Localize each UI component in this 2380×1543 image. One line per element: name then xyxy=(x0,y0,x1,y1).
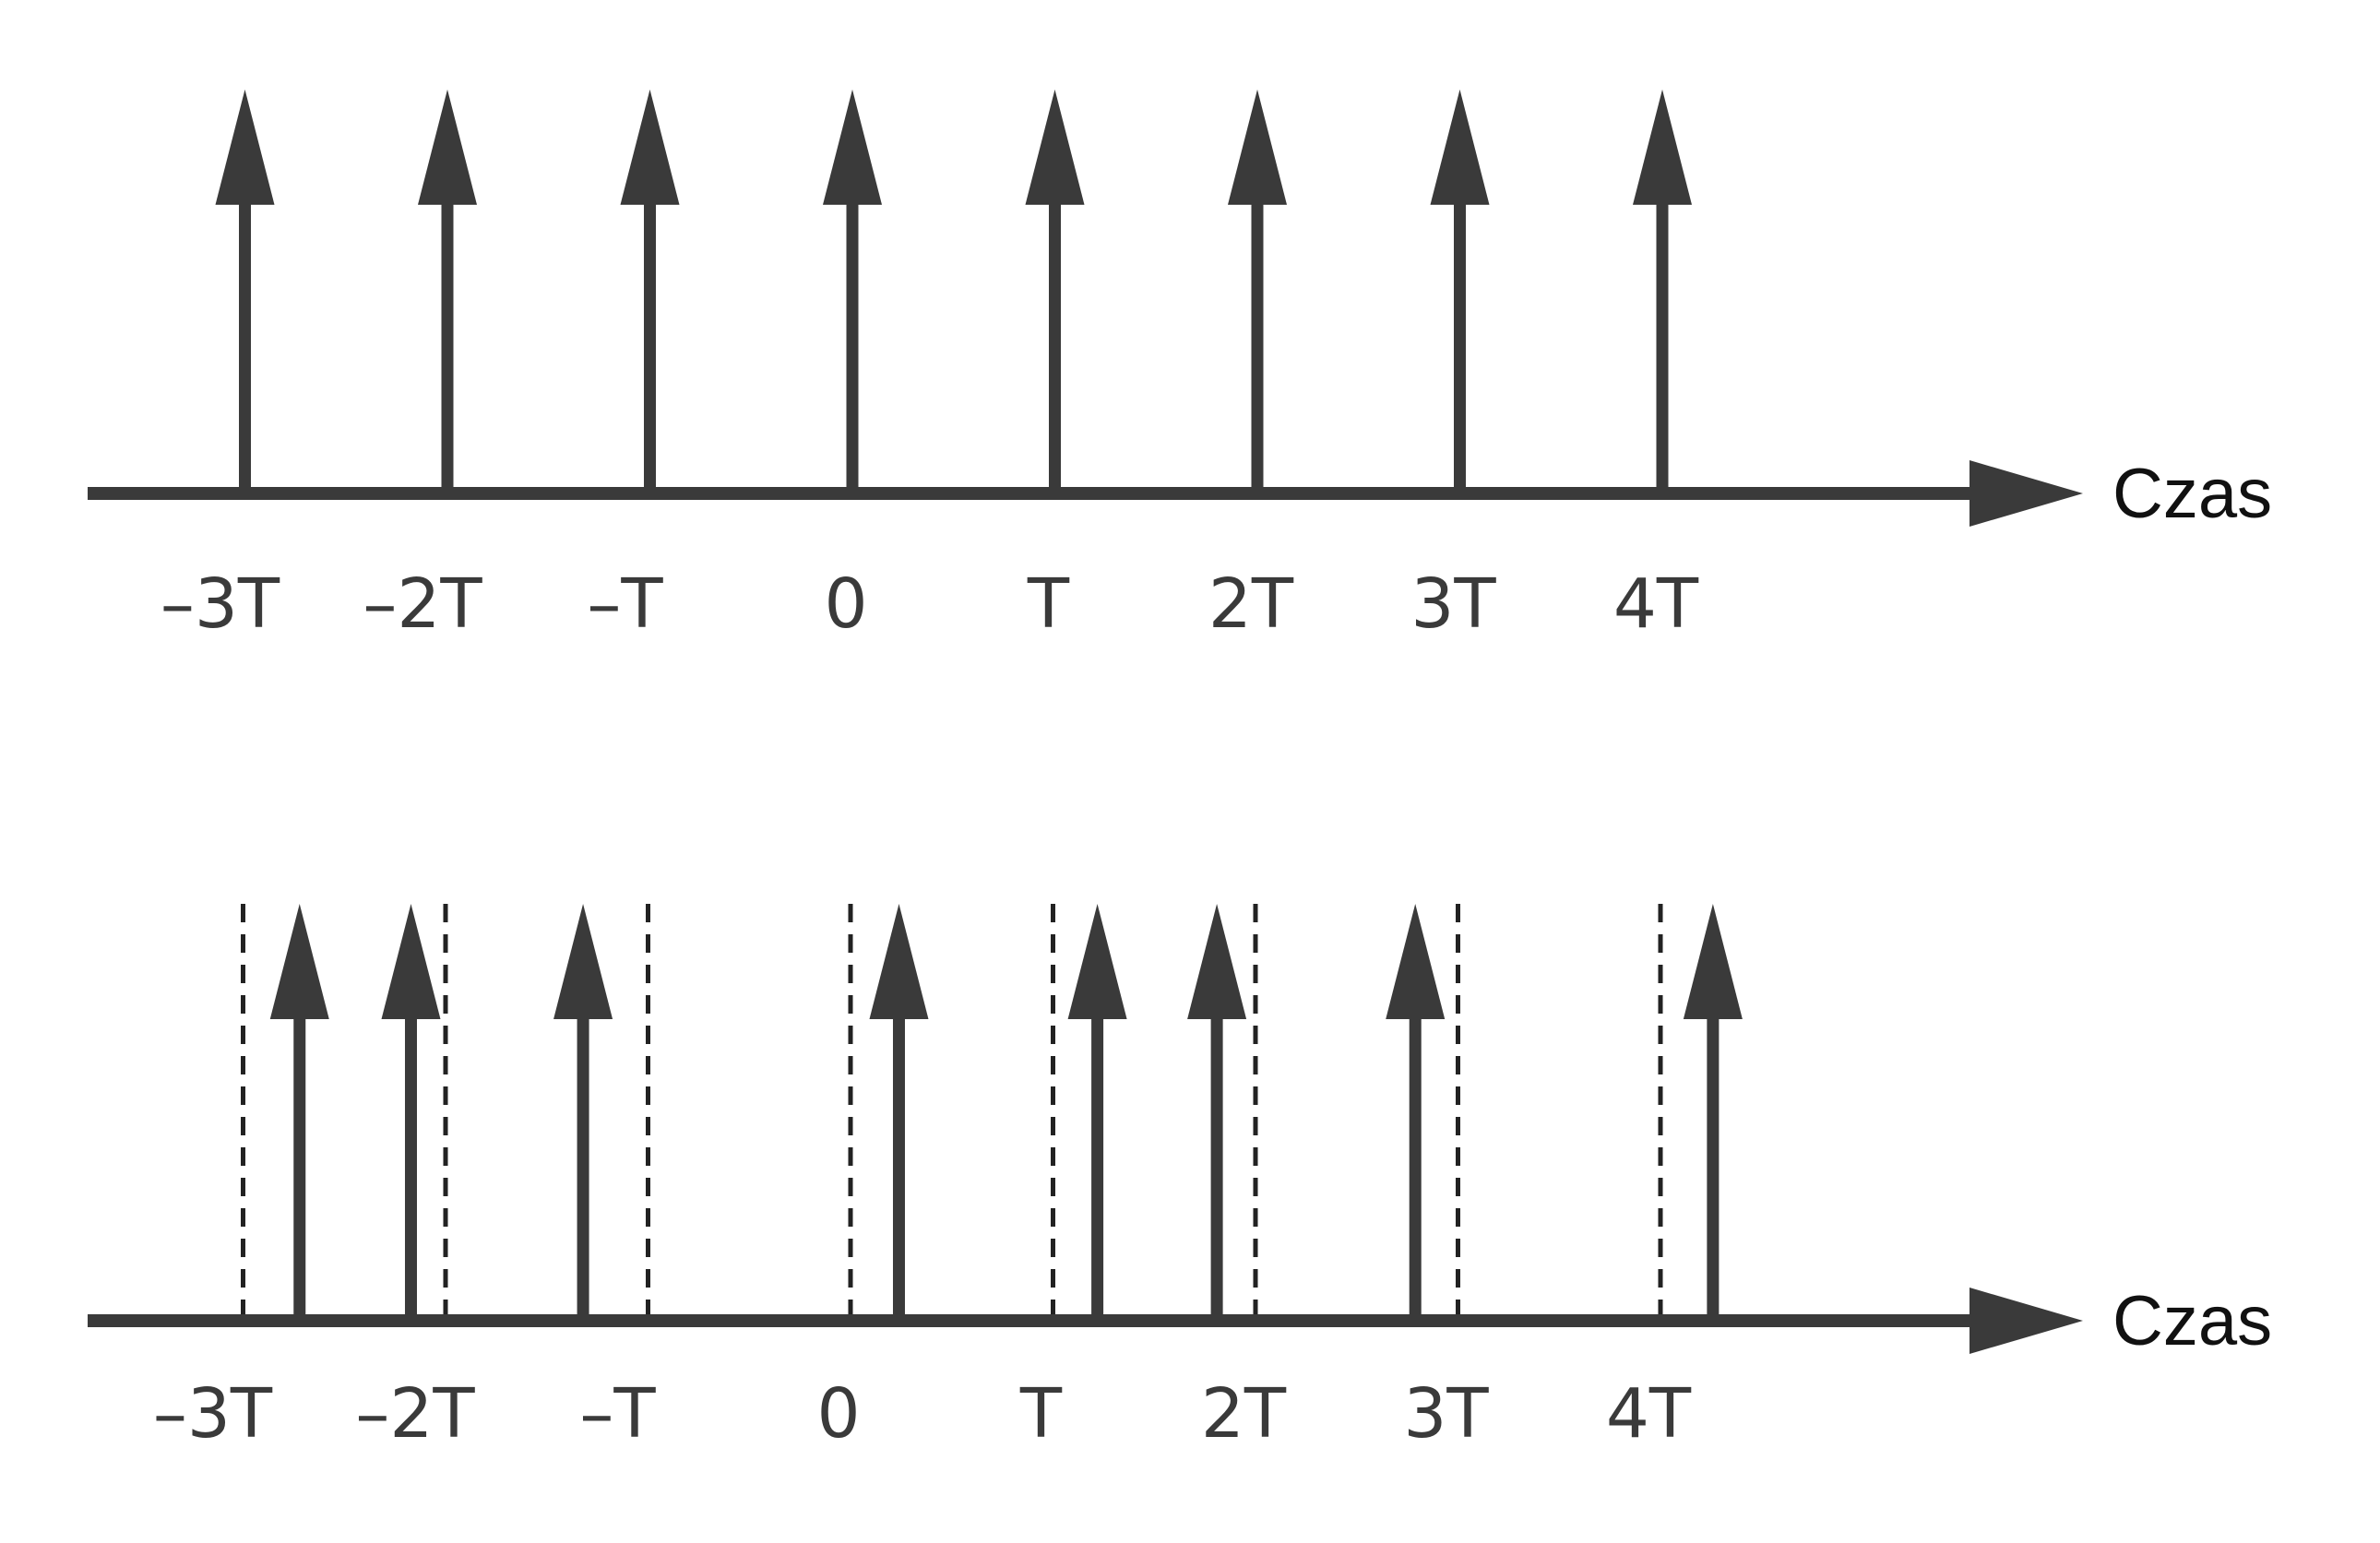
impulse-arrowhead xyxy=(418,89,477,205)
tick-label: 0 xyxy=(824,564,867,644)
impulse-arrowhead xyxy=(1633,89,1692,205)
impulse-arrow xyxy=(381,904,441,1321)
tick-label: 4T xyxy=(1613,564,1699,644)
impulse-arrow xyxy=(1633,89,1692,493)
impulse-arrow xyxy=(215,89,275,493)
impulse-arrowhead xyxy=(823,89,882,205)
impulse-arrow xyxy=(1025,89,1085,493)
tick-label: –T xyxy=(579,1374,656,1454)
impulse-arrow xyxy=(553,904,613,1321)
time-axis xyxy=(88,460,2083,527)
tick-label: 4T xyxy=(1606,1374,1692,1454)
impulse-arrow xyxy=(869,904,929,1321)
tick-label: –3T xyxy=(161,564,280,644)
impulse-arrowhead xyxy=(1025,89,1085,205)
tick-label: –T xyxy=(587,564,663,644)
reference-lines xyxy=(241,904,1663,1321)
impulse-arrowhead xyxy=(269,904,329,1019)
tick-label: 3T xyxy=(1403,1374,1489,1454)
impulse-arrow xyxy=(1228,89,1287,493)
tick-label: T xyxy=(1027,564,1070,644)
time-axis xyxy=(88,1288,2083,1354)
impulse-arrowhead xyxy=(869,904,929,1019)
impulse-arrow xyxy=(1067,904,1127,1321)
regular-sampling-panel: Czas –3T –2T –T 0 T 2T 3T 4T xyxy=(88,89,2272,644)
tick-label: 2T xyxy=(1201,1374,1287,1454)
impulse-arrowhead xyxy=(553,904,613,1019)
impulse-arrows xyxy=(269,904,1743,1321)
time-axis-label: Czas xyxy=(2112,455,2272,533)
impulse-arrow xyxy=(620,89,680,493)
time-axis-arrowhead xyxy=(1969,1288,2083,1354)
impulse-arrow xyxy=(823,89,882,493)
impulse-arrowhead xyxy=(1187,904,1247,1019)
impulse-arrow xyxy=(269,904,329,1321)
impulse-arrowhead xyxy=(1386,904,1446,1019)
tick-label: 3T xyxy=(1410,564,1496,644)
impulse-arrow xyxy=(1430,89,1490,493)
impulse-arrowhead xyxy=(1228,89,1287,205)
tick-label: T xyxy=(1019,1374,1063,1454)
tick-label: 0 xyxy=(816,1374,860,1454)
impulse-arrows xyxy=(215,89,1692,493)
impulse-arrowhead xyxy=(381,904,441,1019)
jittered-sampling-panel: Czas –3T –2T –T 0 T 2T 3T 4T xyxy=(88,904,2272,1454)
tick-label: 2T xyxy=(1208,564,1294,644)
impulse-arrowhead xyxy=(1683,904,1743,1019)
tick-label: –3T xyxy=(153,1374,273,1454)
time-axis-label: Czas xyxy=(2112,1282,2272,1360)
impulse-arrow xyxy=(1386,904,1446,1321)
impulse-arrowhead xyxy=(1067,904,1127,1019)
tick-label: –2T xyxy=(355,1374,475,1454)
impulse-arrow xyxy=(418,89,477,493)
tick-labels: –3T –2T –T 0 T 2T 3T 4T xyxy=(153,1374,1692,1454)
impulse-arrowhead xyxy=(1430,89,1490,205)
impulse-arrow xyxy=(1683,904,1743,1321)
impulse-arrowhead xyxy=(620,89,680,205)
tick-label: –2T xyxy=(363,564,482,644)
time-axis-arrowhead xyxy=(1969,460,2083,527)
tick-labels: –3T –2T –T 0 T 2T 3T 4T xyxy=(161,564,1699,644)
impulse-arrowhead xyxy=(215,89,275,205)
impulse-arrow xyxy=(1187,904,1247,1321)
